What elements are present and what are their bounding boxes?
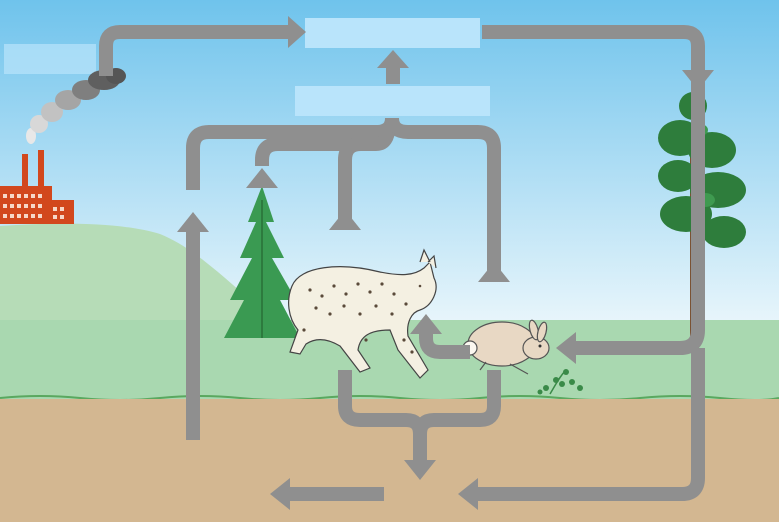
arrowhead-tree-to-soil — [458, 478, 478, 510]
rabbit — [462, 319, 550, 375]
arrowhead-combustion — [288, 16, 306, 48]
arrow-tree-to-soil — [478, 348, 705, 501]
smoke — [26, 68, 126, 144]
arrowhead-animal-respiration — [329, 210, 361, 230]
arrow-rabbit-decomposition — [413, 370, 501, 435]
arrowhead-photosynthesis — [682, 70, 714, 90]
arrow-animal-respiration — [338, 137, 362, 228]
arrow-plant-respiration — [255, 130, 395, 167]
factory — [0, 150, 74, 224]
atmosphere-label-box — [305, 18, 480, 48]
arrowhead-fossil-fuels — [270, 478, 290, 510]
arrowhead-tree-to-rabbit — [556, 332, 576, 364]
arrowhead-soil-respiration — [177, 212, 209, 232]
arrow-tree-to-rabbit — [576, 72, 705, 355]
small-plant — [537, 369, 583, 395]
arrow-combustion — [99, 25, 288, 76]
arrowhead-rabbit-respiration — [478, 262, 510, 282]
arrowhead-plant-respiration — [246, 168, 278, 188]
combustion-label-box — [4, 44, 96, 74]
bobcat — [288, 248, 437, 379]
arrowhead-to-atmosphere — [377, 50, 409, 68]
arrow-predation — [419, 331, 470, 359]
arrowhead-decomposition — [404, 460, 436, 480]
arrow-photosynthesis — [482, 25, 705, 72]
grassland — [0, 320, 779, 400]
arrow-respiration-right — [385, 117, 501, 282]
respiration-label-box — [295, 86, 490, 116]
fir-tree — [224, 186, 300, 338]
arrowhead-predation — [410, 314, 442, 334]
